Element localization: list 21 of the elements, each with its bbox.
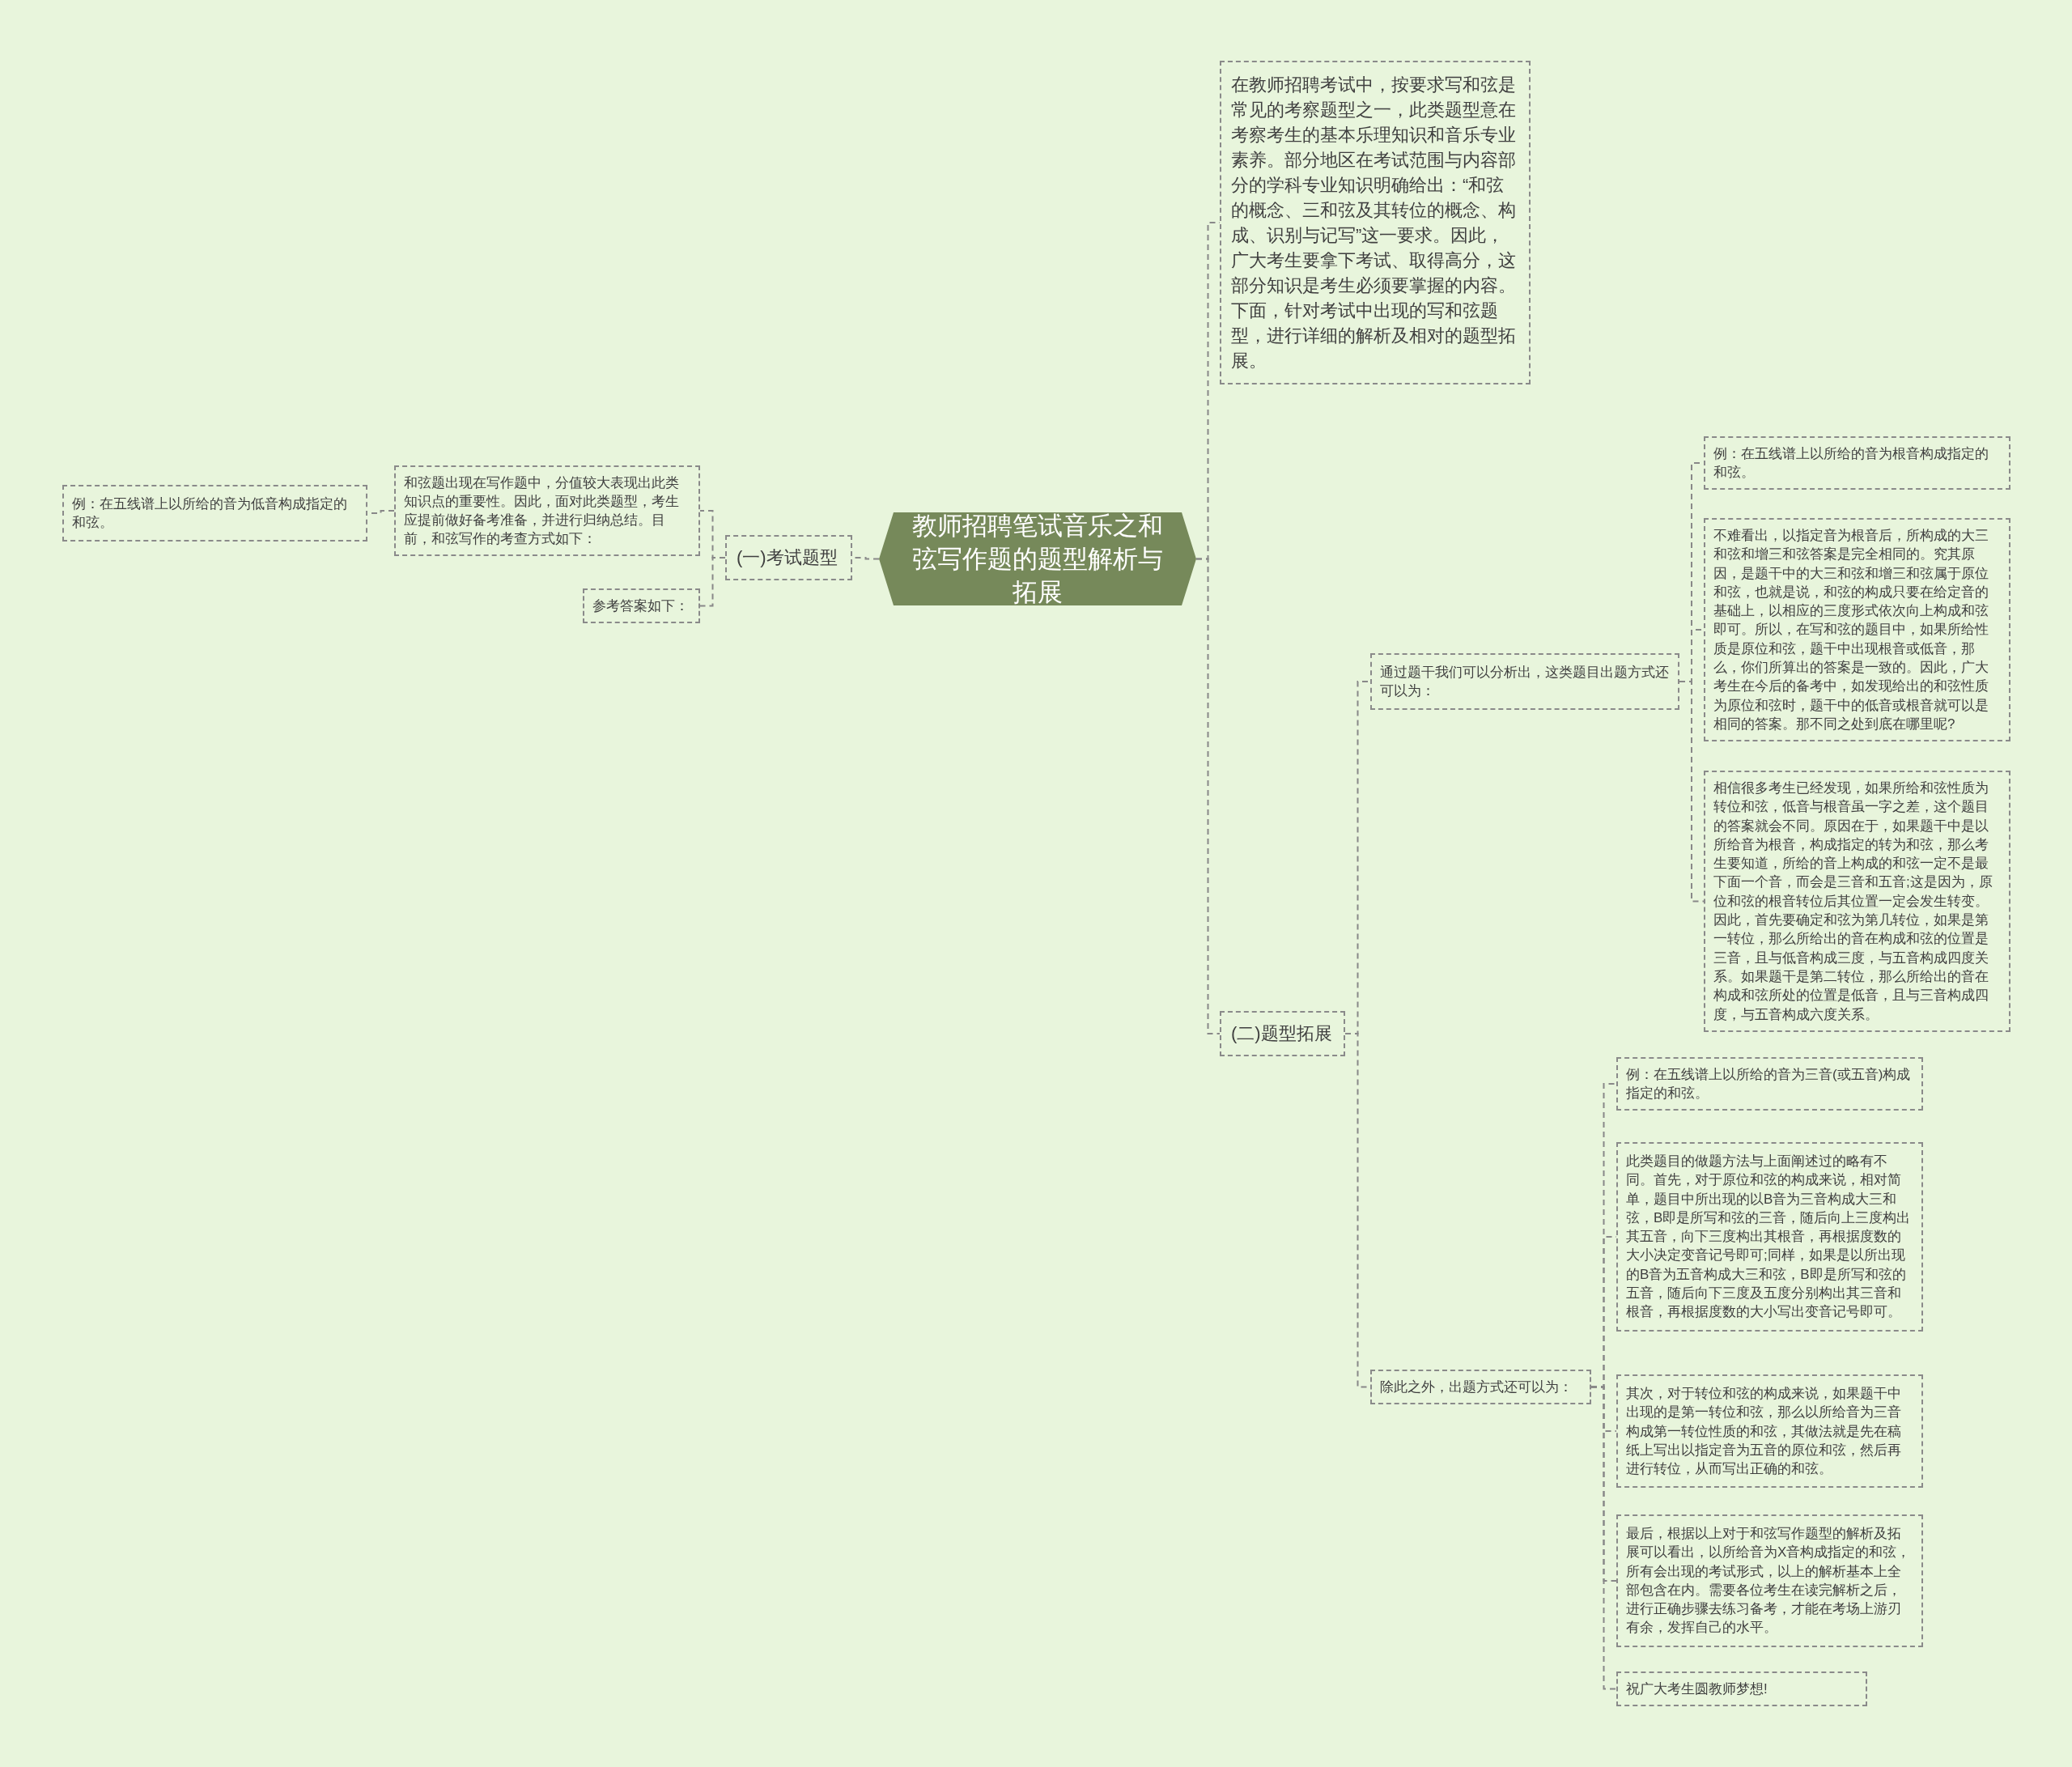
topic-box: (二)题型拓展 [1220,1011,1345,1056]
text-box: 此类题目的做题方法与上面阐述过的略有不同。首先，对于原位和弦的构成来说，相对简单，题目中所出现的以B音为三音构成大三和弦，B即是所写和弦的三音，随后向上三度构出其五音，向下三度构出其根音，再根据度数的大小决定变音记号即可;同样，如果是以所出现的B音为五音构成大三和弦，B即是所写和弦的五音，随后向下三度及五度分别构出其三音和根音，再根据度数的大小写出变音记号即可。 [1616,1142,1923,1332]
text-box: 例：在五线谱上以所给的音为三音(或五音)构成指定的和弦。 [1616,1057,1923,1111]
title-box: 教师招聘笔试音乐之和弦写作题的题型解析与拓展 [879,512,1196,605]
text-box: 参考答案如下： [583,588,700,623]
text-box: 和弦题出现在写作题中，分值较大表现出此类知识点的重要性。因此，面对此类题型，考生应提前做好备考准备，并进行归纳总结。目前，和弦写作的考查方式如下： [394,465,700,556]
connector-line [1195,558,1221,1034]
text-box: 例：在五线谱上以所给的音为根音构成指定的和弦。 [1704,436,2010,490]
text-box: 其次，对于转位和弦的构成来说，如果题干中出现的是第一转位和弦，那么以所给音为三音构成第一转位性质的和弦，其做法就是先在稿纸上写出以指定音为五音的原位和弦，然后再进行转位，从而写出正确的和弦。 [1616,1374,1923,1489]
connector-line [699,557,726,607]
text-box: 不难看出，以指定音为根音后，所构成的大三和弦和增三和弦答案是完全相同的。究其原因，是题干中的大三和弦和增三和弦属于原位和弦，也就是说，和弦的构成只要在给定音的基础上，以相应的三度形式依次向上构成和弦即可。所以，在写和弦的题目中，如果所给性质是原位和弦，题干中出现根音或低音，那么，你们所算出的答案是一致的。因此，广大考生在今后的备考中，如发现给出的和弦性质为原位和弦时，题干中的低音或根音就可以是相同的答案。那不同之处到底在哪里呢? [1704,518,2010,742]
connector-line [1590,1386,1617,1690]
connector-line [1679,681,1705,903]
text-box: 例：在五线谱上以所给的音为低音构成指定的和弦。 [62,485,367,542]
text-box: 在教师招聘考试中，按要求写和弦是常见的考察题型之一，此类题型意在考察考生的基本乐理知识和音乐专业素养。部分地区在考试范围与内容部分的学科专业知识明确给出：“和弦的概念、三和弦及其转位的概念、构成、识别与记写”这一要求。因此，广大考生要拿下考试、取得高分，这部分知识是考生必须要掌握的内容。下面，针对考试中出现的写和弦题型，进行详细的解析及相对的题型拓展。 [1220,61,1531,384]
text-box: 相信很多考生已经发现，如果所给和弦性质为转位和弦，低音与根音虽一字之差，这个题目的答案就会不同。原因在于，如果题干中是以所给音为根音，构成指定的转为和弦，那么考生要知道，所给的音上构成的和弦一定不是最下面一个音，而会是三音和五音;这是因为，原位和弦的根音转位后其位置一定会发生转变。因此，首先要确定和弦为第几转位，如果是第一转位，那么所给出的音在构成和弦的位置是三音，且与低音构成三度，与五音构成四度关系。如果题干是第二转位，那么所给出的音在构成和弦所处的位置是低音，且与三音构成四度，与五音构成六度关系。 [1704,771,2010,1032]
text-box: 最后，根据以上对于和弦写作题型的解析及拓展可以看出，以所给音为X音构成指定的和弦，所有会出现的考试形式，以上的解析基本上全部包含在内。需要各位考生在读完解析之后，进行正确步骤去练习备考，才能在考场上游刃有余，发挥自己的水平。 [1616,1514,1923,1647]
text-box: 除此之外，出题方式还可以为： [1370,1370,1591,1404]
text-box: 通过题干我们可以分析出，这类题目出题方式还可以为： [1370,653,1679,710]
topic-box: (一)考试题型 [725,535,852,580]
text-box: 祝广大考生圆教师梦想! [1616,1671,1867,1706]
